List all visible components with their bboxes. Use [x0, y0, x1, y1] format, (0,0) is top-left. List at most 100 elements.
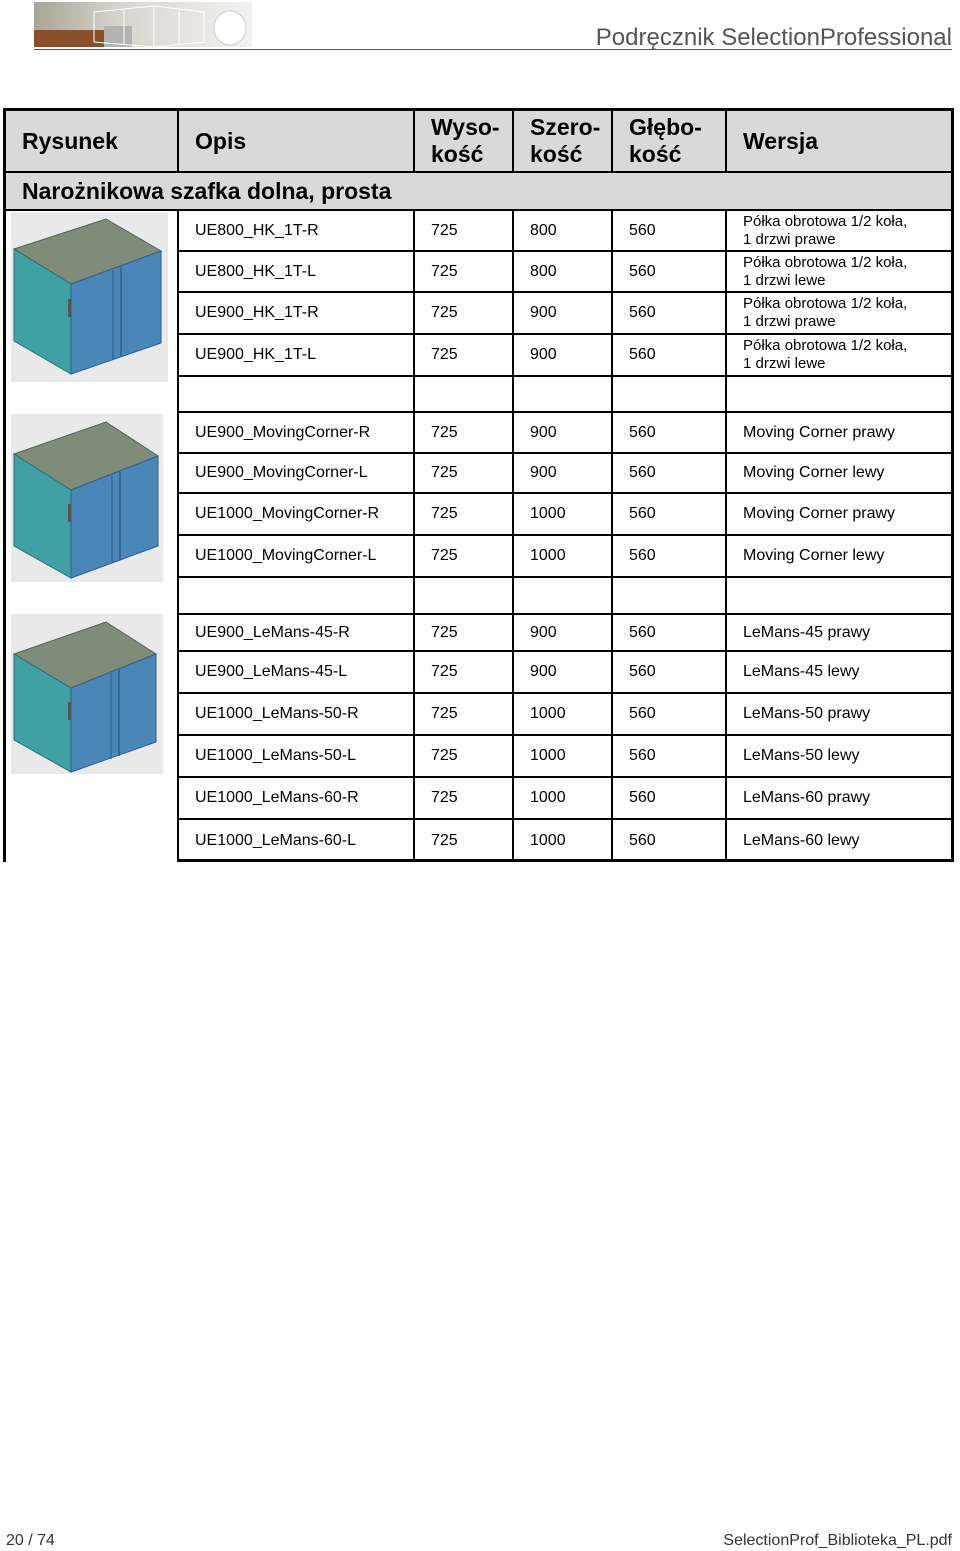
row-wersja: LeMans-60 lewy [725, 818, 951, 862]
table-row: UE1000_LeMans-60-L 725 1000 560 LeMans-6… [6, 818, 951, 862]
row-wersja: LeMans-50 prawy [725, 692, 951, 736]
row-glebokosc: 560 [611, 333, 727, 377]
row-wersja: Moving Corner prawy [725, 492, 951, 536]
empty-cell [413, 375, 514, 413]
row-wysokosc: 725 [413, 333, 514, 377]
row-glebokosc: 560 [611, 492, 727, 536]
row-wersja: Półka obrotowa 1/2 koła,1 drzwi lewe [725, 333, 951, 377]
row-wersja: Półka obrotowa 1/2 koła,1 drzwi lewe [725, 250, 951, 293]
row-szerokosc: 900 [512, 613, 613, 652]
table-row: UE900_LeMans-45-L 725 900 560 LeMans-45 … [6, 650, 951, 694]
row-opis: UE800_HK_1T-R [177, 209, 415, 252]
header-szerokosc: Szero-kość [512, 111, 613, 173]
table-row: UE800_HK_1T-R 725 800 560 Półka obrotowa… [6, 209, 951, 412]
row-opis: UE1000_MovingCorner-L [177, 534, 415, 578]
row-opis: UE1000_LeMans-50-R [177, 692, 415, 736]
row-opis: UE900_LeMans-45-R [177, 613, 415, 652]
row-glebokosc: 560 [611, 734, 727, 778]
moving-corner-cabinet-image [11, 414, 163, 582]
header-wersja: Wersja [725, 111, 951, 173]
row-glebokosc: 560 [611, 818, 727, 862]
section-title: Narożnikowa szafka dolna, prosta [6, 172, 951, 211]
row-szerokosc: 800 [512, 250, 613, 293]
row-opis: UE800_HK_1T-L [177, 250, 415, 293]
row-wysokosc: 725 [413, 209, 514, 252]
table-row: UE900_HK_1T-L 725 900 560 Półka obrotowa… [6, 333, 951, 377]
empty-cell [512, 375, 613, 413]
row-wersja: Moving Corner lewy [725, 534, 951, 578]
table-row: UE900_MovingCorner-L 725 900 560 Moving … [6, 452, 951, 494]
table-row: UE800_HK_1T-L 725 800 560 Półka obrotowa… [6, 250, 951, 293]
table-row: UE900_LeMans-45-R 725 900 560 LeMans-45 … [6, 613, 951, 862]
table-row: UE1000_MovingCorner-R 725 1000 560 Movin… [6, 492, 951, 536]
row-opis: UE1000_MovingCorner-R [177, 492, 415, 536]
cabinet-image-cell [6, 210, 178, 412]
row-glebokosc: 560 [611, 291, 727, 335]
row-szerokosc: 1000 [512, 692, 613, 736]
row-wersja: LeMans-45 prawy [725, 613, 951, 652]
document-title: Podręcznik SelectionProfessional [595, 24, 952, 51]
row-wysokosc: 725 [413, 650, 514, 694]
row-wysokosc: 725 [413, 734, 514, 778]
row-wysokosc: 725 [413, 692, 514, 736]
table-row: UE900_MovingCorner-R 725 900 560 Moving … [6, 411, 951, 614]
header-rysunek: Rysunek [6, 111, 179, 173]
row-opis: UE1000_LeMans-60-R [177, 776, 415, 820]
empty-cell [512, 576, 613, 615]
table-row-empty [6, 576, 951, 615]
row-glebokosc: 560 [611, 534, 727, 578]
row-szerokosc: 1000 [512, 776, 613, 820]
row-wersja: LeMans-45 lewy [725, 650, 951, 694]
row-wysokosc: 725 [413, 492, 514, 536]
row-wysokosc: 725 [413, 291, 514, 335]
empty-cell [611, 375, 727, 413]
row-glebokosc: 560 [611, 411, 727, 454]
row-wysokosc: 725 [413, 452, 514, 494]
table-row: UE1000_LeMans-50-L 725 1000 560 LeMans-5… [6, 734, 951, 778]
row-wersja: Półka obrotowa 1/2 koła,1 drzwi prawe [725, 291, 951, 335]
row-szerokosc: 900 [512, 452, 613, 494]
row-szerokosc: 900 [512, 650, 613, 694]
empty-cell [413, 576, 514, 615]
row-opis: UE1000_LeMans-60-L [177, 818, 415, 862]
row-szerokosc: 900 [512, 291, 613, 335]
row-glebokosc: 560 [611, 650, 727, 694]
empty-cell [725, 375, 951, 413]
header-divider [34, 49, 952, 50]
table-row: UE900_HK_1T-R 725 900 560 Półka obrotowa… [6, 291, 951, 335]
row-wersja: LeMans-50 lewy [725, 734, 951, 778]
cabinet-table: Rysunek Opis Wyso-kość Szero-kość Głębo-… [3, 108, 954, 862]
table-row: UE1000_MovingCorner-L 725 1000 560 Movin… [6, 534, 951, 578]
table-header-row: Rysunek Opis Wyso-kość Szero-kość Głębo-… [6, 111, 951, 173]
row-glebokosc: 560 [611, 250, 727, 293]
cabinet-image-cell [6, 412, 178, 614]
row-glebokosc: 560 [611, 692, 727, 736]
row-wersja: LeMans-60 prawy [725, 776, 951, 820]
row-glebokosc: 560 [611, 613, 727, 652]
kitchen-header-image [34, 2, 252, 48]
row-opis: UE900_HK_1T-L [177, 333, 415, 377]
row-wersja: Moving Corner prawy [725, 411, 951, 454]
file-name: SelectionProf_Biblioteka_PL.pdf [723, 1532, 952, 1549]
empty-cell [725, 576, 951, 615]
row-wysokosc: 725 [413, 776, 514, 820]
cabinet-image-cell [6, 614, 178, 862]
row-szerokosc: 1000 [512, 734, 613, 778]
row-szerokosc: 1000 [512, 534, 613, 578]
row-glebokosc: 560 [611, 452, 727, 494]
row-wersja: Półka obrotowa 1/2 koła,1 drzwi prawe [725, 209, 951, 252]
table-row: UE1000_LeMans-60-R 725 1000 560 LeMans-6… [6, 776, 951, 820]
table-row-empty [6, 375, 951, 413]
empty-cell [611, 576, 727, 615]
row-opis: UE900_HK_1T-R [177, 291, 415, 335]
row-wersja: Moving Corner lewy [725, 452, 951, 494]
lemans-cabinet-image [11, 614, 163, 774]
header-wysokosc: Wyso-kość [413, 111, 514, 173]
page-number: 20 / 74 [6, 1532, 55, 1549]
corner-cabinet-image [11, 212, 168, 382]
row-szerokosc: 900 [512, 411, 613, 454]
row-glebokosc: 560 [611, 209, 727, 252]
row-wysokosc: 725 [413, 818, 514, 862]
header-glebokosc: Głębo-kość [611, 111, 727, 173]
row-szerokosc: 1000 [512, 492, 613, 536]
